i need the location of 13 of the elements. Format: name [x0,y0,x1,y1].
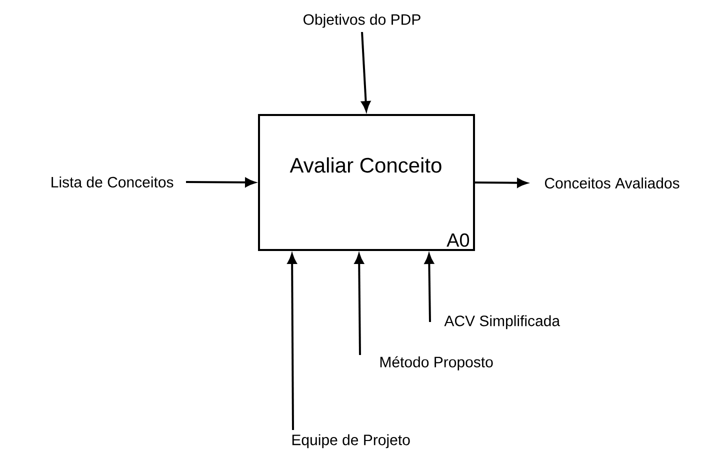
arrow [354,254,364,356]
text-label: Objetivos do PDP [304,14,420,28]
text-label: Equipe de Projeto [292,434,410,448]
text-label: Lista de Conceitos [52,176,174,188]
arrow [361,32,370,112]
arrow [424,254,434,322]
process-box: Avaliar Conceito A0 [258,114,475,251]
text-label: Método Proposto [380,356,493,370]
arrow [287,254,297,430]
arrow [186,178,256,188]
text-label: Conceitos Avaliados [544,178,680,188]
text-label: ACV Simplificada [444,315,560,330]
arrow [475,178,528,188]
